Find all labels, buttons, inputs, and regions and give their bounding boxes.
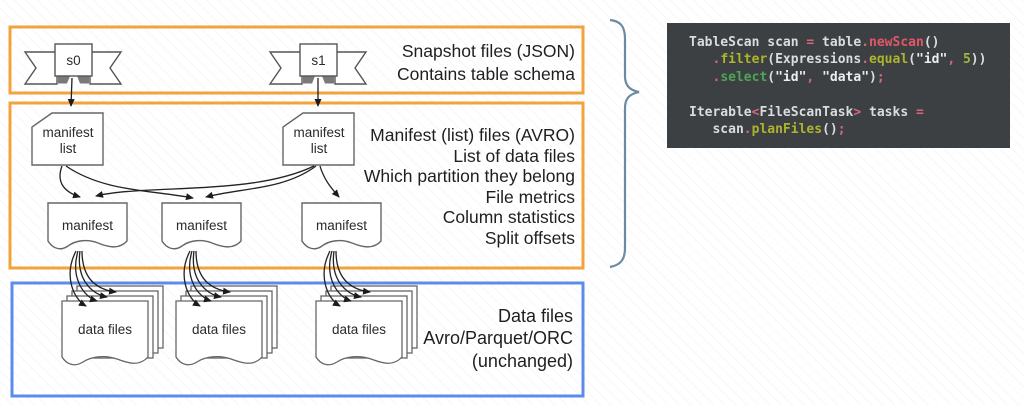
diagram-arrows: [59, 77, 371, 307]
data-files-2-label: data files: [192, 322, 246, 337]
s1-label: s1: [311, 53, 325, 68]
snapshot-s0-banner: [23, 43, 123, 85]
annotation-line: Snapshot files (JSON): [401, 41, 575, 61]
annotation-line: (unchanged): [471, 350, 573, 371]
manifest-list-2-label-line2: list: [311, 141, 328, 156]
manifest1-to-datafiles-arrows: [69, 250, 117, 307]
annotation-line: Data files: [497, 306, 573, 326]
data-files-stack-1: [61, 285, 164, 366]
data-files-box: [10, 281, 585, 398]
code-snippet: TableScan scan = table.newScan() .filter…: [667, 23, 1010, 148]
manifest-list-1-label-line2: list: [60, 141, 77, 156]
data-box-annotation: Data files Avro/Parquet/ORC (unchanged): [300, 305, 573, 372]
annotation-line: File metrics: [485, 186, 575, 207]
annotation-line: Which partition they belong: [363, 166, 575, 187]
manifest-node-3: [301, 202, 382, 250]
data-files-stack-2: [175, 285, 278, 366]
manifest-list-2-label-line1: manifest: [293, 125, 344, 140]
annotation-line: Avro/Parquet/ORC: [423, 328, 573, 349]
data-files-1-label: data files: [78, 322, 132, 337]
data-files-stack-3: [315, 285, 418, 366]
annotation-line: Split offsets: [484, 227, 575, 248]
manifest-list-1-label-line1: manifest: [42, 125, 93, 140]
annotation-line: Manifest (list) files (AVRO): [370, 125, 575, 145]
manifest-2-label: manifest: [176, 218, 227, 233]
s0-label: s0: [66, 53, 80, 68]
manifest-files-box: [8, 101, 585, 270]
curly-brace: [609, 18, 640, 269]
snapshot-box-annotation: Snapshot files (JSON) Contains table sch…: [300, 40, 575, 85]
manifest-node-1: [47, 202, 128, 250]
data-files-3-label: data files: [332, 322, 386, 337]
annotation-line: Contains table schema: [396, 63, 575, 84]
manifest-list-node-1: [31, 112, 104, 166]
manifest-list-node-2: [282, 112, 355, 166]
annotation-line: Column statistics: [442, 207, 575, 228]
manifest-3-label: manifest: [316, 218, 367, 233]
snapshot-s1-banner: [268, 43, 368, 85]
manifest2-to-datafiles-arrows: [183, 250, 231, 307]
annotation-line: List of data files: [453, 145, 575, 166]
snapshot-files-box: [8, 25, 585, 95]
manifest-1-label: manifest: [62, 218, 113, 233]
manifest-box-annotation: Manifest (list) files (AVRO) List of dat…: [300, 125, 575, 249]
manifest-node-2: [161, 202, 242, 250]
manifest3-to-datafiles-arrows: [323, 250, 371, 307]
